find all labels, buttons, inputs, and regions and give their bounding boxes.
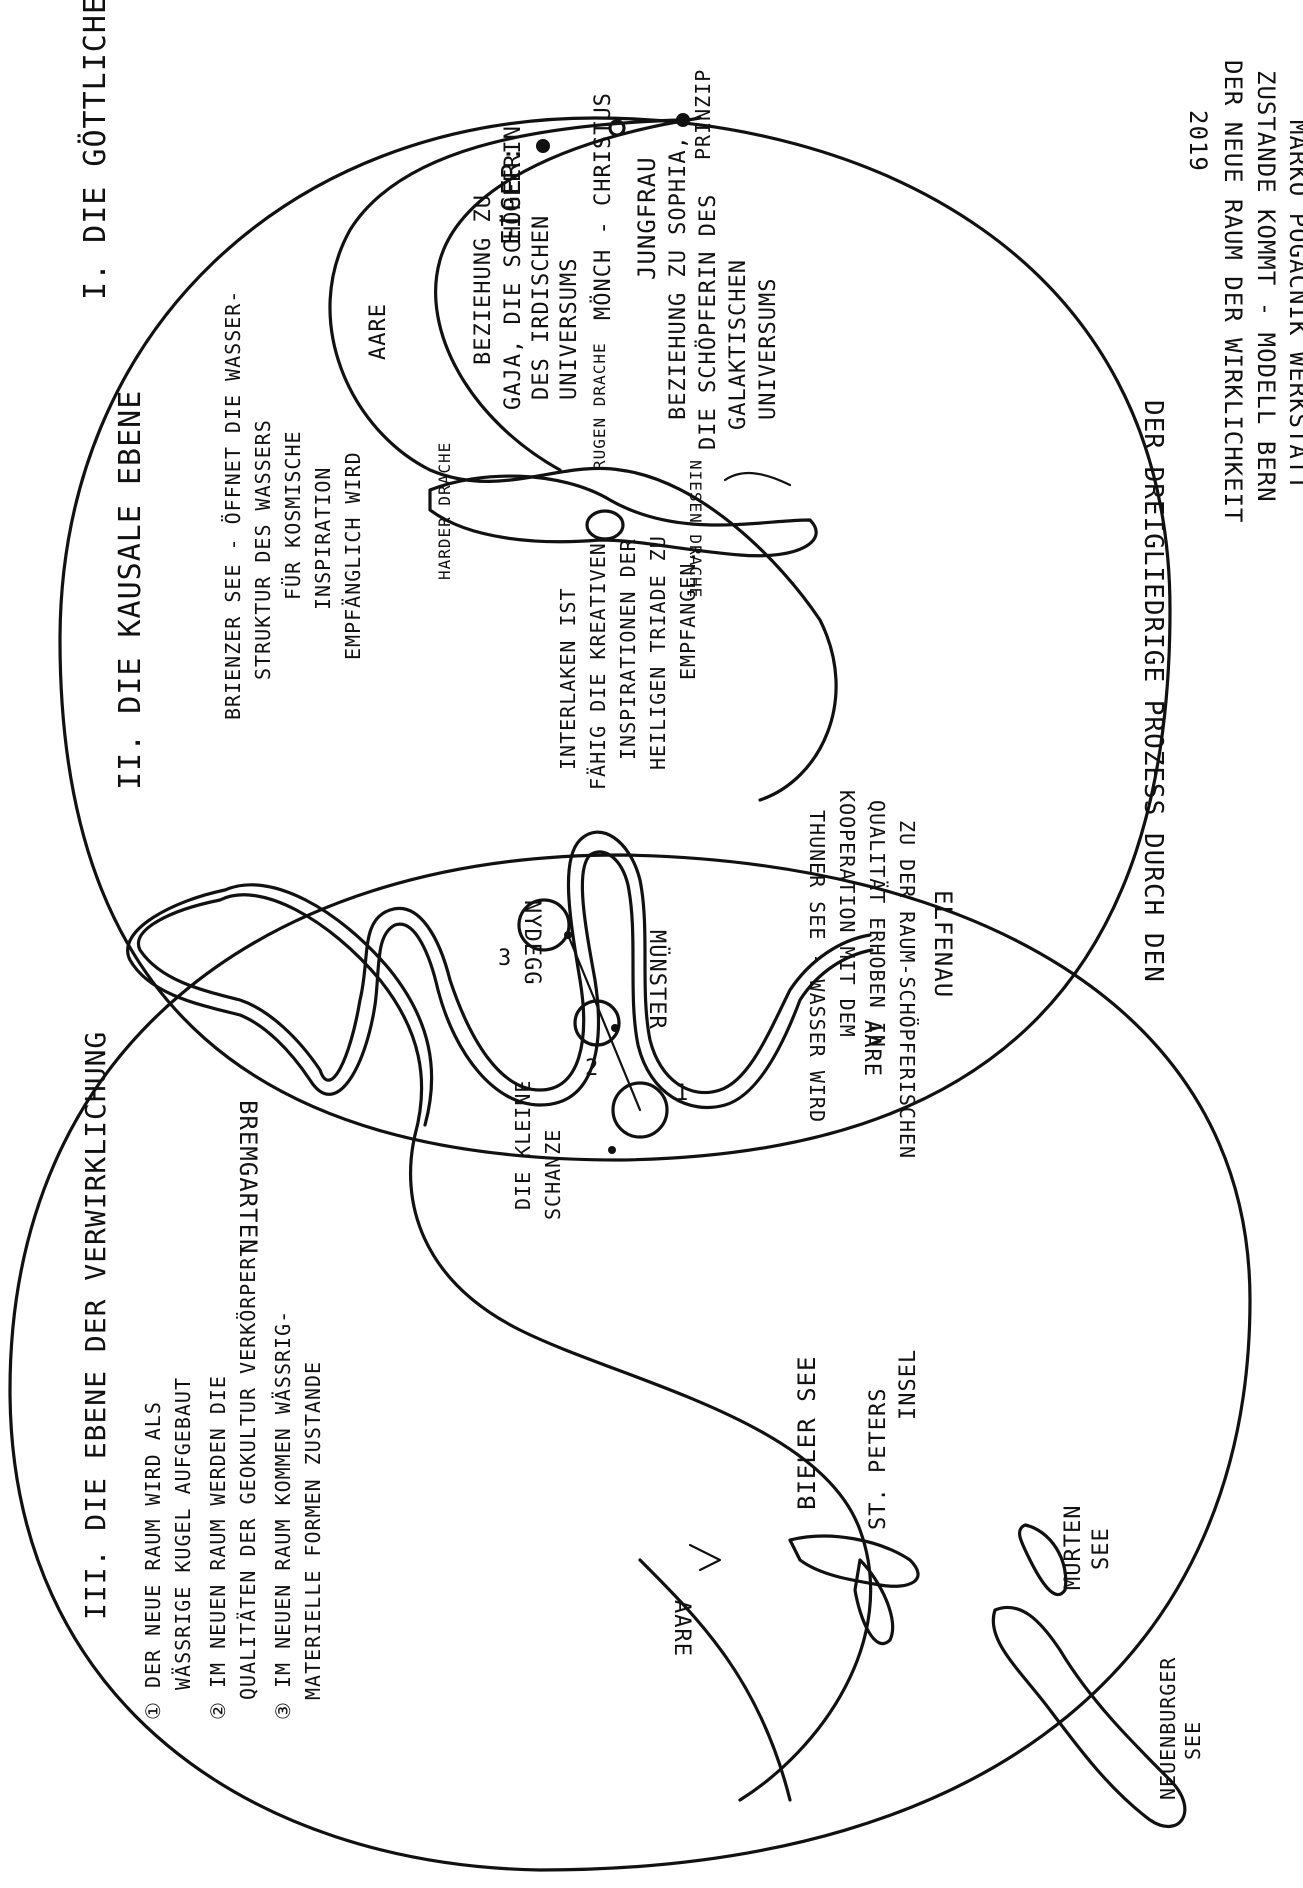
aare-mid-label: AARE — [859, 1020, 884, 1077]
schanze-label-0: DIE KLEINE — [511, 1080, 535, 1210]
bremgarten-label: BREMGARTEN — [234, 1100, 262, 1255]
jungfrau-text-0: BEZIEHUNG ZU SOPHIA, — [666, 135, 691, 420]
jungfrau-text-3: UNIVERSUMS — [756, 278, 781, 420]
muenster-dot — [611, 1024, 619, 1032]
thuner-0: ZU DER RAUM-SCHÖPFERISCHEN — [895, 820, 919, 1159]
rugen-drache-label: RUGEN DRACHE — [590, 342, 609, 470]
eiger-text-2: DES IRDISCHEN — [529, 215, 554, 400]
jungfrau-text-2: GALAKTISCHEN — [726, 259, 751, 430]
bieler-see — [790, 1536, 918, 1586]
credit-line1: MARKO POGAČNIK WERKSTATT — [1284, 120, 1303, 491]
prinzip-label: PRINZIP — [691, 69, 715, 160]
interlaken-2: INSPIRATIONEN DER — [616, 538, 640, 760]
aare-top-label: AARE — [366, 303, 391, 360]
eiger-text-0: BEZIEHUNG ZU — [471, 194, 496, 365]
level3-item-1: WÄSSRIGE KUGEL AUFGEBAUT — [171, 1377, 195, 1690]
schanze-label-1: SCHANZE — [541, 1129, 565, 1220]
stpeters-label-0: ST. PETERS — [866, 1388, 891, 1530]
jungfrau-text-1: DIE SCHÖPFERIN DES — [695, 194, 721, 450]
aare-low-label: AARE — [669, 1600, 694, 1657]
interlaken-node — [587, 511, 623, 539]
eiger-text-1: GAJA, DIE SCHÖPFERIN — [500, 125, 526, 410]
divine-triad-loop — [330, 120, 836, 800]
moench-label: MÖNCH - CHRISTUS — [590, 92, 616, 320]
title-level1: I. DIE GÖTTLICHE TRIADE — [77, 0, 113, 300]
muenster-label: MÜNSTER — [644, 930, 670, 1030]
brienz-4: EMPFÄNGLICH WIRD — [341, 451, 365, 660]
level3-item-0: ① DER NEUE RAUM WIRD ALS — [141, 1401, 165, 1720]
process-text: DER DREIGLIEDRIGE PROZESS DURCH DEN — [1138, 400, 1168, 983]
credit-line2: ZUSTANDE KOMMT - MODELL BERN — [1252, 70, 1280, 503]
aare-meander-inner — [128, 852, 872, 1125]
aare-to-bieler — [640, 1560, 790, 1800]
eiger-dot — [536, 139, 550, 153]
level3-item-3: QUALITÄTEN DER GEOKULTUR VERKÖRPERT — [236, 1244, 260, 1700]
interlaken-1: FÄHIG DIE KREATIVEN — [586, 542, 610, 790]
level3-item-5: MATERIELLE FORMEN ZUSTANDE — [301, 1361, 325, 1700]
thuner-1: QUALITÄT ERHOBEN IN — [865, 800, 889, 1048]
eiger-text-3: UNIVERSUMS — [557, 258, 582, 400]
jungfrau-dot — [676, 113, 690, 127]
brienz-2: FÜR KOSMISCHE — [281, 430, 305, 600]
stpeters-label-1: INSEL — [896, 1349, 921, 1420]
murten-label-0: MURTEN — [1061, 1505, 1086, 1590]
num-3-label: 3 — [498, 946, 512, 971]
elfenau-label: ELFENAU — [929, 890, 957, 998]
schanze-dot — [608, 1146, 616, 1154]
murten-label-1: SEE — [1089, 1527, 1114, 1570]
bieler-see-label: BIELER SEE — [793, 1356, 821, 1511]
title-level2: II. DIE KAUSALE EBENE — [113, 390, 148, 790]
level3-item-2: ② IM NEUEN RAUM WERDEN DIE — [206, 1375, 230, 1720]
num-1-label: 1 — [675, 1081, 689, 1106]
brienz-1: STRUKTUR DES WASSERS — [251, 419, 275, 680]
thuner-3: THUNER SEE - WASSER WIRD — [805, 810, 829, 1123]
arrow-niesen — [725, 473, 790, 485]
connection-line — [568, 935, 640, 1110]
credit-line3: DER NEUE RAUM DER WIRKLICHKEIT — [1219, 60, 1247, 523]
brienz-0: BRIENZER SEE - ÖFFNET DIE WASSER- — [221, 290, 245, 720]
neuenburger-label-1: SEE — [1181, 1721, 1205, 1760]
interlaken-3: HEILIGEN TRIADE ZU — [646, 535, 670, 770]
credit-year: 2019 — [1184, 110, 1212, 172]
realisation-plane-circle — [10, 855, 1250, 1870]
interlaken-0: INTERLAKEN IST — [556, 587, 580, 770]
nydegg-label: NYDEGG — [519, 900, 544, 985]
interlaken-4: EMPFANGEN. — [676, 550, 700, 680]
num-2-label: 2 — [585, 1056, 599, 1081]
jungfrau-label: JUNGFRAU — [633, 156, 661, 280]
neuenburger-label-0: NEUENBURGER — [1156, 1657, 1180, 1800]
murten-see — [1020, 1525, 1066, 1595]
level3-item-4: ③ IM NEUEN RAUM KOMMEN WÄSSRIG- — [271, 1310, 295, 1720]
st-peters-insel — [855, 1560, 893, 1644]
harder-drache-label: HARDER DRACHE — [435, 442, 454, 580]
aare-meander-outer — [138, 832, 870, 1135]
thuner-2: KOOPERATION MIT DEM — [835, 790, 859, 1038]
title-level3: III. DIE EBENE DER VERWIRKLICHUNG — [79, 1031, 112, 1620]
arrow-aare-low — [690, 1545, 720, 1570]
brienz-3: INSPIRATION — [311, 467, 335, 610]
